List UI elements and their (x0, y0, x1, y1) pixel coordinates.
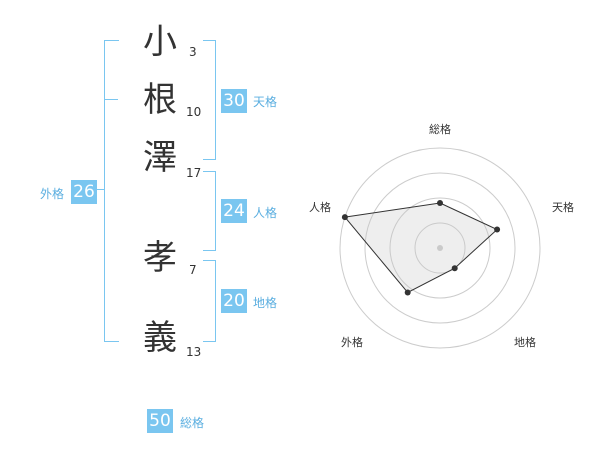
radar-axis-label-4: 人格 (309, 201, 331, 214)
jinkaku-bracket (203, 171, 216, 251)
gaikaku-connector (97, 189, 105, 190)
gaikaku-label: 外格 (40, 187, 65, 201)
stroke-count-3: 17 (186, 166, 202, 180)
radar-series-polygon (343, 202, 498, 294)
radar-ring-2 (389, 197, 491, 299)
chikaku-label: 地格 (253, 296, 278, 310)
radar-ring-3 (364, 172, 516, 324)
chikaku-bracket (203, 260, 216, 342)
radar-axis-label-1: 天格 (552, 201, 574, 214)
soukaku-label: 総格 (180, 416, 205, 430)
name-char-1: 小 (143, 22, 177, 62)
name-char-4: 孝 (143, 238, 177, 278)
stroke-count-4: 7 (189, 263, 197, 277)
gaikaku-value-badge: 26 (71, 180, 97, 204)
radar-ring-4 (339, 147, 541, 349)
radar-point-2 (451, 265, 458, 272)
gaikaku-tick-top (104, 99, 118, 100)
name-char-3: 澤 (143, 138, 177, 178)
radar-axis-label-2: 地格 (514, 336, 536, 349)
radar-point-0 (437, 200, 443, 206)
radar-point-1 (494, 226, 501, 233)
radar-point-4 (341, 214, 348, 221)
stroke-count-2: 10 (186, 105, 202, 119)
stroke-count-5: 13 (186, 345, 202, 359)
radar-axis-label-3: 外格 (341, 336, 363, 349)
tenkaku-label: 天格 (253, 95, 278, 109)
name-char-5: 義 (143, 318, 177, 358)
radar-axis-label-0: 総格 (429, 123, 451, 136)
jinkaku-label: 人格 (253, 206, 278, 220)
name-char-2: 根 (143, 80, 177, 120)
radar-center-dot (437, 245, 443, 251)
chikaku-value-badge: 20 (221, 289, 247, 313)
jinkaku-value-badge: 24 (221, 199, 247, 223)
gaikaku-bracket (104, 40, 119, 342)
stroke-count-1: 3 (189, 45, 197, 59)
radar-ring-1 (414, 222, 466, 274)
tenkaku-value-badge: 30 (221, 89, 247, 113)
tenkaku-bracket (203, 40, 216, 160)
soukaku-value-badge: 50 (147, 409, 173, 433)
radar-point-3 (404, 289, 411, 296)
